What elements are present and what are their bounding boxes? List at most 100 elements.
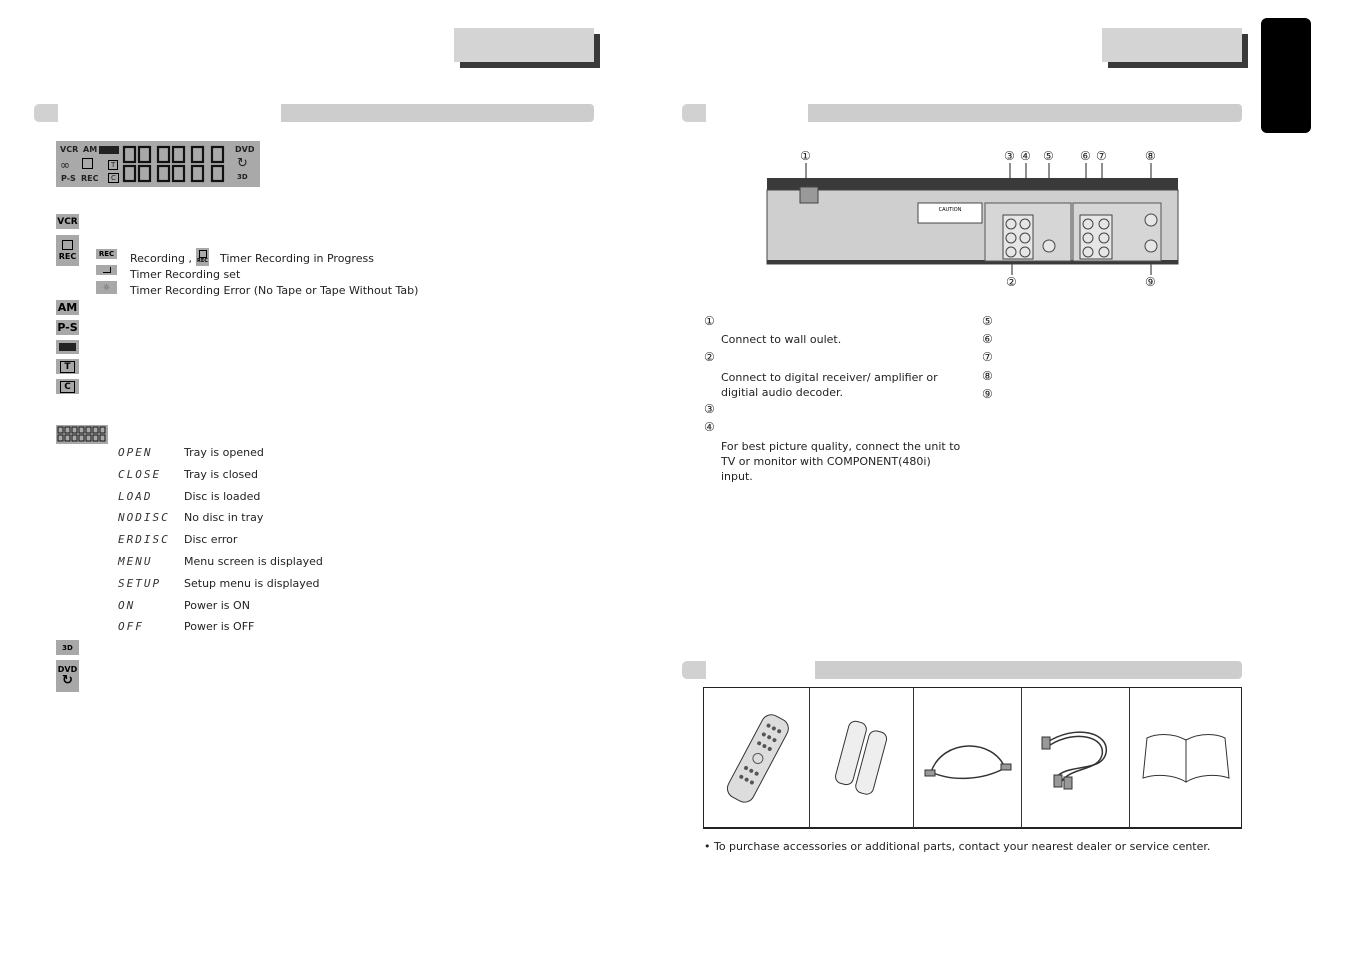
c-indicator-label: C: [60, 380, 75, 393]
lcd-c: C: [108, 173, 119, 183]
callout-9: ⑨: [1145, 275, 1156, 289]
caution-label: [917, 202, 983, 224]
timer-rec-indicator-icon: REC: [56, 235, 79, 266]
item-2-desc: Connect to digital receiver/ amplifier o…: [721, 371, 938, 399]
message-row: ERDISC: [118, 533, 170, 546]
message-row: OFF: [118, 620, 144, 633]
item-7-num: ⑦: [982, 350, 993, 364]
lcd-tape-icon: ∞: [60, 158, 70, 172]
remote-control-icon: [726, 714, 789, 803]
lcd-timer-icon: [82, 158, 93, 169]
message-code: ERDISC: [118, 533, 170, 546]
t-indicator-icon: T: [56, 359, 79, 374]
timer-rec-progress-icon: REC: [196, 248, 209, 266]
message-desc: Tray is closed: [184, 468, 258, 481]
message-desc: Menu screen is displayed: [184, 555, 323, 568]
lcd-am: AM: [83, 145, 98, 154]
lcd-vcr: VCR: [60, 145, 79, 154]
accessory-remote-cell: [704, 688, 810, 828]
rec-icon: REC: [96, 249, 117, 259]
accessories-note: • To purchase accessories or additional …: [704, 840, 1211, 853]
lcd-dts-icon: [99, 146, 119, 154]
message-desc: Power is OFF: [184, 620, 255, 633]
timer-recording-error-label: Timer Recording Error (No Tape or Tape W…: [130, 284, 419, 297]
item-1-num: ①: [704, 314, 715, 328]
item-6-num: ⑥: [982, 332, 993, 346]
message-desc: No disc in tray: [184, 511, 264, 524]
av-cable-icon: [1041, 731, 1107, 790]
message-row: ON: [118, 599, 135, 612]
message-desc: Tray is opened: [184, 446, 264, 459]
segment-digits-icon: [57, 426, 106, 442]
lcd-dvd-icon: ↻: [237, 156, 248, 171]
rear-panel-diagram: CAUTION: [766, 163, 1179, 275]
accessories-table: [703, 687, 1242, 829]
callout-6: ⑥: [1080, 149, 1091, 163]
accessories-section-cap: [682, 661, 706, 679]
t-indicator-label: T: [60, 360, 75, 373]
left-title-box: [454, 28, 594, 62]
item-5-num: ⑤: [982, 314, 993, 328]
lcd-segment-digits: [122, 145, 225, 183]
dvd-indicator-icon: DVD ↻: [56, 660, 79, 692]
message-row: LOAD: [118, 490, 153, 503]
message-code: CLOSE: [118, 468, 162, 481]
message-desc: Disc error: [184, 533, 238, 546]
callout-8: ⑧: [1145, 149, 1156, 163]
message-row: OPEN: [118, 446, 153, 459]
lcd-dvd: DVD: [235, 145, 255, 154]
item-4-num: ④: [704, 420, 715, 434]
batteries-icon: [834, 720, 887, 795]
callout-2: ②: [1006, 275, 1017, 289]
left-section-cap: [34, 104, 58, 122]
message-code: LOAD: [118, 490, 153, 503]
message-code: OPEN: [118, 446, 153, 459]
message-code: OFF: [118, 620, 144, 633]
c-indicator-icon: C: [56, 379, 79, 394]
dvd-indicator-label: DVD: [57, 664, 78, 674]
front-display-lcd: VCR AM ∞ T P-S REC C DVD ↻ 3D: [56, 141, 260, 187]
chassis-bottom: [767, 260, 1178, 264]
accessories-section-bar: [815, 661, 1242, 679]
message-code: MENU: [118, 555, 153, 568]
caution-text: CAUTION: [939, 207, 962, 213]
accessory-av-cable-cell: [1022, 688, 1130, 828]
message-code: NODISC: [118, 511, 170, 524]
lcd-t: T: [108, 160, 119, 170]
accessory-batteries-cell: [810, 688, 914, 828]
callout-3: ③: [1004, 149, 1015, 163]
rear-section-bar: [808, 104, 1242, 122]
am-indicator-icon: AM: [56, 300, 79, 315]
message-row: CLOSE: [118, 468, 161, 481]
item-4-desc: For best picture quality, connect the un…: [721, 440, 961, 483]
language-tab: [1261, 18, 1311, 133]
rf-cable-icon: [924, 745, 1011, 780]
power-inlet: [799, 186, 819, 204]
timer-recording-progress-label: Timer Recording in Progress: [220, 252, 374, 265]
rear-section-cap: [682, 104, 706, 122]
timer-error-icon: ☼: [96, 281, 117, 294]
message-code: SETUP: [118, 577, 162, 590]
message-desc: Setup menu is displayed: [184, 577, 320, 590]
callout-1: ①: [800, 149, 811, 163]
message-row: MENU: [118, 555, 153, 568]
accessory-manual-cell: [1130, 688, 1241, 828]
dts-indicator-icon: [56, 340, 79, 354]
rec-indicator-label: REC: [58, 252, 77, 261]
disc-rotate-icon: ↻: [62, 672, 73, 688]
timer-set-icon: [96, 265, 117, 275]
item-8-num: ⑧: [982, 369, 993, 383]
manual-book-icon: [1141, 734, 1230, 783]
item-1-desc: Connect to wall oulet.: [721, 333, 842, 346]
message-row: SETUP: [118, 577, 161, 590]
message-desc: Disc is loaded: [184, 490, 261, 503]
callout-4: ④: [1020, 149, 1031, 163]
callout-7: ⑦: [1096, 149, 1107, 163]
segment-display-icon: [56, 425, 108, 444]
message-code: ON: [118, 599, 136, 612]
ps-indicator-icon: P-S: [56, 320, 79, 335]
item-9-num: ⑨: [982, 387, 993, 401]
timer-recording-set-label: Timer Recording set: [130, 268, 241, 281]
lcd-rec: REC: [81, 174, 99, 183]
chassis-top: [767, 178, 1178, 190]
